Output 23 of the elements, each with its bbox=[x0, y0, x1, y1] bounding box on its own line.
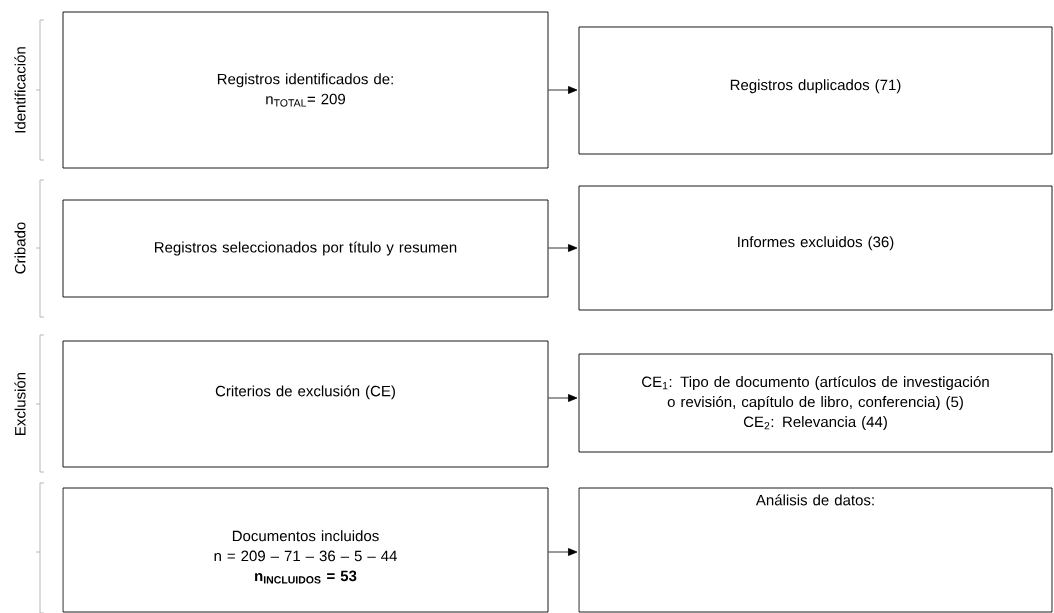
arrow bbox=[548, 394, 578, 402]
box-text: Documentos incluidos n = 209 – 71 – 36 – 5 – 44 $\textbf{n}_{\textbf{INCLUIDOS}}\textbf{ = 53}$ bbox=[214, 530, 397, 584]
process-box bbox=[62, 487, 549, 613]
arrow bbox=[548, 86, 578, 94]
arrow bbox=[548, 548, 578, 556]
box-text: Registros seleccionados por título y resumen bbox=[155, 241, 457, 256]
process-box bbox=[578, 185, 1053, 311]
box-text: Criterios de exclusión (CE) bbox=[215, 385, 395, 400]
stage-label: Exclusión bbox=[14, 372, 26, 435]
process-box bbox=[578, 353, 1053, 453]
stage-label: Cribado bbox=[14, 222, 26, 274]
box-text: Registros duplicados (71) bbox=[730, 79, 901, 94]
process-box bbox=[62, 11, 549, 169]
box-text: Análisis de datos: bbox=[755, 494, 874, 506]
process-box bbox=[578, 487, 1053, 613]
stage-label: Identificación bbox=[14, 47, 26, 133]
process-box bbox=[62, 340, 549, 468]
process-box bbox=[578, 26, 1053, 155]
arrow bbox=[548, 244, 578, 252]
process-box bbox=[62, 199, 549, 298]
box-text: CE$_{1}$: Tipo de documento (artículos de investigación o revisión, capítulo de libro, conferencia) (5) CE$_{2}$: Relevancia (44) bbox=[642, 375, 989, 431]
box-text: Registros identificados de: n$_{TOTAL}$= 209 bbox=[217, 73, 393, 107]
box-text: Informes excluidos (36) bbox=[738, 236, 894, 251]
